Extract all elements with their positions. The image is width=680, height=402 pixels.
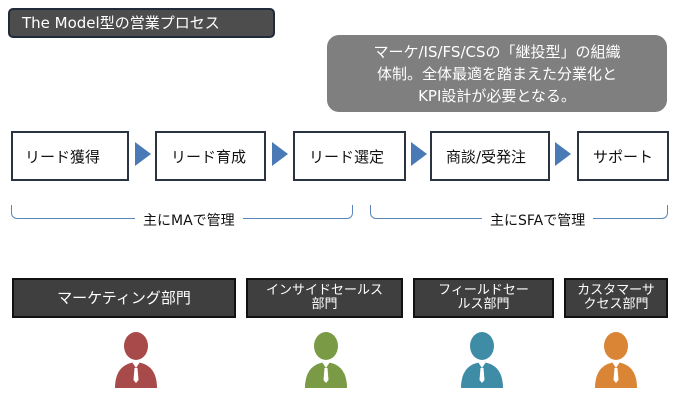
step-support: サポート bbox=[577, 131, 669, 181]
step-lead-selection: リード選定 bbox=[293, 131, 406, 181]
step-label: サポート bbox=[593, 147, 654, 166]
dept-label: カスタマーサ クセス部門 bbox=[577, 283, 655, 312]
dept-customer-success: カスタマーサ クセス部門 bbox=[564, 278, 668, 318]
step-lead-nurturing: リード育成 bbox=[155, 131, 266, 181]
arrow-icon bbox=[272, 142, 288, 166]
dept-label: フィールドセー ルス部門 bbox=[438, 283, 529, 312]
callout-box: マーケ/IS/FS/CSの「継投型」の組織 体制。全体最適を踏まえた分業化と K… bbox=[327, 35, 667, 112]
person-customer-success-icon bbox=[595, 332, 637, 388]
bracket-label-ma: 主にMAで管理 bbox=[135, 210, 243, 230]
arrow-icon bbox=[411, 142, 427, 166]
person-marketing-icon bbox=[115, 332, 157, 388]
step-lead-acquisition: リード獲得 bbox=[11, 131, 129, 181]
person-inside-sales-icon bbox=[305, 332, 347, 388]
step-label: 商談/受発注 bbox=[446, 147, 527, 166]
page-title: The Model型の営業プロセス bbox=[8, 8, 275, 38]
callout-text: マーケ/IS/FS/CSの「継投型」の組織 体制。全体最適を踏まえた分業化と K… bbox=[373, 42, 621, 105]
dept-label: マーケティング部門 bbox=[57, 289, 191, 307]
arrow-icon bbox=[555, 142, 571, 166]
step-label: リード育成 bbox=[171, 147, 247, 166]
step-deal-order: 商談/受発注 bbox=[430, 131, 550, 181]
dept-field-sales: フィールドセー ルス部門 bbox=[413, 278, 554, 318]
dept-inside-sales: インサイドセールス 部門 bbox=[246, 278, 403, 318]
person-field-sales-icon bbox=[461, 332, 503, 388]
dept-label: インサイドセールス 部門 bbox=[265, 283, 383, 312]
arrow-icon bbox=[135, 142, 151, 166]
step-label: リード獲得 bbox=[25, 147, 101, 166]
dept-marketing: マーケティング部門 bbox=[12, 278, 236, 318]
bracket-label-sfa: 主にSFAで管理 bbox=[482, 210, 594, 230]
step-label: リード選定 bbox=[309, 147, 385, 166]
